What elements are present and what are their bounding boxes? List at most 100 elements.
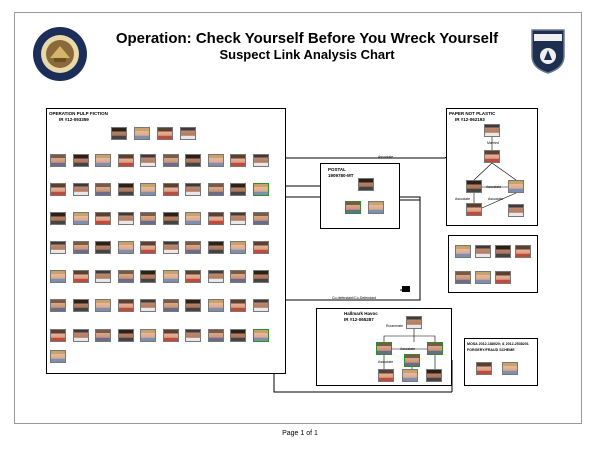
group-ir: FORGERY/FRAUD SCHEME xyxy=(467,347,515,352)
pulp-fiction-mugshot xyxy=(163,299,179,312)
group-ir: IR #12-065287 xyxy=(344,316,374,322)
pulp-fiction-mugshot xyxy=(95,241,111,254)
mosa-mugshot xyxy=(476,362,492,375)
pulp-fiction-mugshot xyxy=(185,154,201,167)
paper-mugshot xyxy=(508,180,524,193)
pulp-fiction-mugshot xyxy=(140,299,156,312)
city-seal-icon xyxy=(32,26,88,82)
pulp-fiction-mugshot xyxy=(208,154,224,167)
pulp-fiction-mugshot xyxy=(118,183,134,196)
postal-mugshot xyxy=(358,178,374,191)
pulp-fiction-mugshot xyxy=(50,350,66,363)
police-badge-icon xyxy=(528,28,568,74)
pulp-fiction-mugshot xyxy=(73,183,89,196)
hallmark-mugshot xyxy=(426,369,442,382)
pulp-fiction-mugshot xyxy=(73,299,89,312)
group-name: MOSA 2012-188020; & 2012-2538201 xyxy=(467,342,529,346)
associate-mugshot xyxy=(515,245,531,258)
pulp-fiction-mugshot xyxy=(134,127,150,140)
pulp-fiction-mugshot xyxy=(185,241,201,254)
link-label: Associate xyxy=(486,185,502,189)
pulp-fiction-mugshot xyxy=(140,183,156,196)
group-label-pulp-fiction: OPERATION PULP FICTION IR #12-093359 xyxy=(49,111,108,122)
pulp-fiction-mugshot xyxy=(208,241,224,254)
link-label: Co-defendant/Co-Defendant xyxy=(332,296,376,300)
pulp-fiction-mugshot xyxy=(95,154,111,167)
pulp-fiction-mugshot xyxy=(95,183,111,196)
pulp-fiction-mugshot xyxy=(163,183,179,196)
group-label-postal: POSTAL 1909780-MT xyxy=(328,167,354,178)
pulp-fiction-mugshot xyxy=(118,241,134,254)
pulp-fiction-mugshot xyxy=(230,241,246,254)
pulp-fiction-mugshot xyxy=(208,212,224,225)
pulp-fiction-mugshot xyxy=(50,299,66,312)
link-label: Associate xyxy=(455,197,471,201)
paper-mugshot xyxy=(484,150,500,163)
pulp-fiction-mugshot xyxy=(118,329,134,342)
pulp-fiction-mugshot xyxy=(140,212,156,225)
group-ir: IR #12-093359 xyxy=(59,116,89,122)
page-frame xyxy=(14,12,582,424)
hallmark-mugshot xyxy=(406,316,422,329)
link-label: Associate xyxy=(378,360,394,364)
pulp-fiction-mugshot xyxy=(253,154,269,167)
pulp-fiction-mugshot xyxy=(157,127,173,140)
pulp-fiction-mugshot xyxy=(50,154,66,167)
paper-mugshot xyxy=(466,203,482,216)
associate-mugshot xyxy=(475,245,491,258)
pulp-fiction-mugshot xyxy=(95,329,111,342)
postal-mugshot xyxy=(368,201,384,214)
postal-mugshot xyxy=(345,201,361,214)
associate-mugshot xyxy=(495,271,511,284)
pulp-fiction-mugshot xyxy=(185,183,201,196)
pulp-fiction-mugshot xyxy=(230,212,246,225)
link-label: Associate xyxy=(378,155,394,159)
pulp-fiction-mugshot xyxy=(73,241,89,254)
pulp-fiction-mugshot xyxy=(50,183,66,196)
pulp-fiction-mugshot xyxy=(230,183,246,196)
associate-mugshot xyxy=(455,271,471,284)
link-label: Roommate xyxy=(386,324,404,328)
pulp-fiction-mugshot xyxy=(73,329,89,342)
pulp-fiction-mugshot xyxy=(118,154,134,167)
pulp-fiction-mugshot xyxy=(253,270,269,283)
pulp-fiction-mugshot xyxy=(208,329,224,342)
pulp-fiction-mugshot xyxy=(73,270,89,283)
hallmark-mugshot xyxy=(404,354,420,367)
pulp-fiction-mugshot xyxy=(118,212,134,225)
paper-mugshot xyxy=(466,180,482,193)
pulp-fiction-mugshot xyxy=(111,127,127,140)
pulp-fiction-mugshot xyxy=(208,270,224,283)
group-box-postal xyxy=(320,163,400,229)
pulp-fiction-mugshot xyxy=(208,183,224,196)
pulp-fiction-mugshot xyxy=(185,329,201,342)
pulp-fiction-mugshot xyxy=(253,183,269,196)
pulp-fiction-mugshot xyxy=(253,299,269,312)
pulp-fiction-mugshot xyxy=(163,329,179,342)
pulp-fiction-mugshot xyxy=(95,299,111,312)
pulp-fiction-mugshot xyxy=(253,212,269,225)
pulp-fiction-mugshot xyxy=(230,154,246,167)
pulp-fiction-mugshot xyxy=(73,212,89,225)
pulp-fiction-mugshot xyxy=(185,299,201,312)
pulp-fiction-mugshot xyxy=(253,241,269,254)
pulp-fiction-mugshot xyxy=(50,270,66,283)
page-number: Page 1 of 1 xyxy=(282,430,318,437)
hallmark-mugshot xyxy=(378,369,394,382)
group-name: PAPER NOT PLASTIC xyxy=(449,111,496,116)
group-label-mosa: MOSA 2012-188020; & 2012-2538201 FORGERY… xyxy=(467,342,529,353)
pulp-fiction-mugshot xyxy=(208,299,224,312)
group-ir: 1909780-MT xyxy=(328,172,354,178)
link-label: Associate xyxy=(488,197,504,201)
group-name: Hallmark Havoc xyxy=(344,311,378,316)
pulp-fiction-mugshot xyxy=(140,329,156,342)
pulp-fiction-mugshot xyxy=(50,241,66,254)
group-label-hallmark-havoc: Hallmark Havoc IR #12-065287 xyxy=(344,311,378,322)
associate-mugshot xyxy=(475,271,491,284)
associate-mugshot xyxy=(455,245,471,258)
group-name: OPERATION PULP FICTION xyxy=(49,111,108,116)
title-line-1: Operation: Check Yourself Before You Wre… xyxy=(115,30,499,47)
paper-mugshot xyxy=(508,204,524,217)
pulp-fiction-mugshot xyxy=(163,212,179,225)
link-label: Associate xyxy=(400,347,416,351)
